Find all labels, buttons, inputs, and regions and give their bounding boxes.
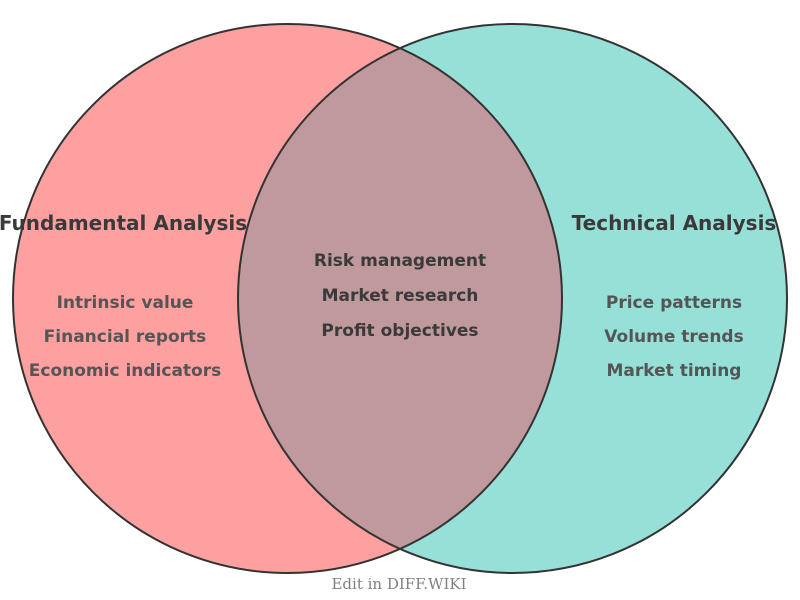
left-item: Intrinsic value	[57, 293, 194, 313]
right-circle-outline	[237, 23, 788, 574]
left-item: Economic indicators	[29, 361, 221, 381]
overlap-item: Risk management	[314, 251, 486, 271]
right-item: Market timing	[607, 361, 742, 381]
left-item: Financial reports	[44, 327, 207, 347]
overlap-item: Profit objectives	[321, 321, 478, 341]
right-item: Price patterns	[606, 293, 742, 313]
overlap-region-fill	[237, 48, 563, 549]
right-set-title: Technical Analysis	[572, 211, 777, 235]
left-circle-outline	[12, 23, 563, 574]
right-item: Volume trends	[604, 327, 743, 347]
footer-link[interactable]: Edit in DIFF.WIKI	[331, 575, 466, 593]
overlap-item: Market research	[322, 286, 479, 306]
left-set-title: Fundamental Analysis	[0, 211, 247, 235]
